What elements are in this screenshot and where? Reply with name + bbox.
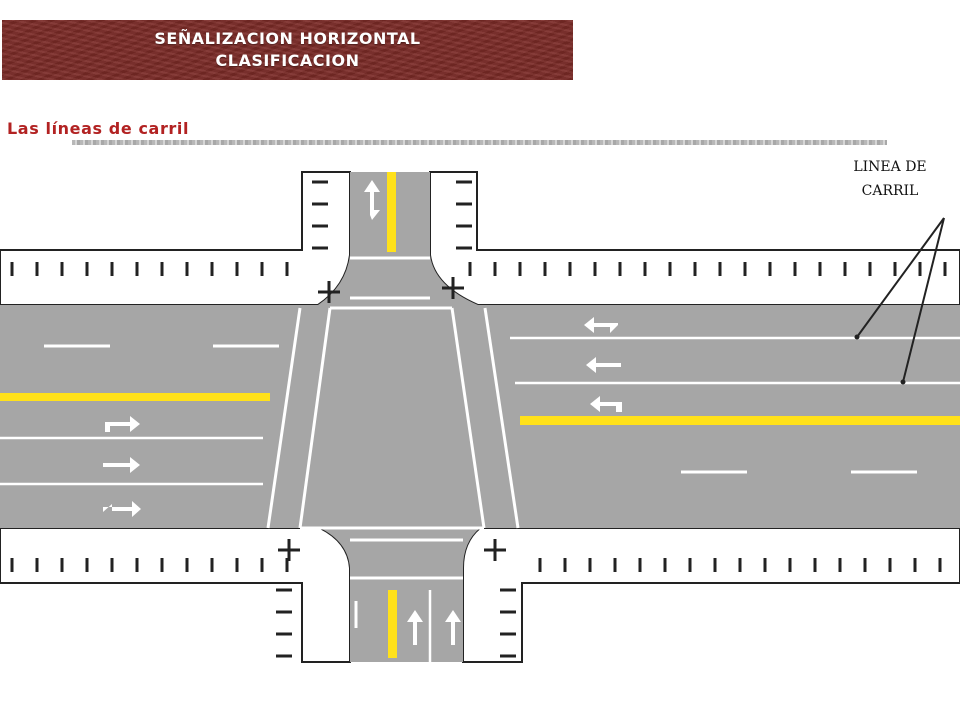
header-title-line2: CLASIFICACION xyxy=(215,51,360,70)
callout-pointer-1 xyxy=(856,217,945,338)
arrow-east-straight-left xyxy=(584,317,618,333)
callout-line2: CARRIL xyxy=(862,183,919,199)
callout-line1: LINEA DE xyxy=(853,159,926,175)
sidewalk-bottom-right xyxy=(462,527,960,663)
dashed-lines xyxy=(44,344,917,628)
road-south xyxy=(350,528,463,662)
arrow-east-turn-left xyxy=(590,396,622,412)
arrows xyxy=(103,180,622,645)
corner-crosses xyxy=(278,277,506,561)
road-curve-br xyxy=(463,528,480,568)
crosswalk-east-inner xyxy=(450,307,486,529)
arrow-west-straight-right xyxy=(103,501,141,517)
callout-dot-2 xyxy=(900,379,906,385)
cross-br xyxy=(484,539,506,561)
section-subtitle: Las líneas de carril xyxy=(7,119,190,138)
crosswalk-lines xyxy=(266,256,520,580)
arrow-south-turn xyxy=(445,610,461,645)
divider-rule xyxy=(72,140,887,145)
curb-ticks xyxy=(10,180,947,658)
yellow-line-south xyxy=(388,590,397,658)
sidewalk-bottom-left xyxy=(0,527,351,663)
lane-lines xyxy=(0,336,960,662)
yellow-line-north xyxy=(387,172,396,252)
cross-tr xyxy=(442,277,464,299)
callout-pointer-2 xyxy=(902,217,945,383)
road-curve-tr xyxy=(430,255,478,305)
yellow-lines xyxy=(0,172,960,658)
yellow-line-west xyxy=(0,393,270,401)
crosswalk-west-inner xyxy=(298,307,332,529)
crosswalk-east-outer xyxy=(483,307,520,529)
cross-tl xyxy=(318,281,340,303)
header-banner: SEÑALIZACION HORIZONTAL CLASIFICACION xyxy=(2,20,573,80)
road-curve-bl xyxy=(320,528,350,568)
header-title-line1: SEÑALIZACION HORIZONTAL xyxy=(154,29,421,48)
lane-line-callout: LINEA DE CARRIL xyxy=(853,159,945,385)
crosswalk-west-outer xyxy=(266,307,302,529)
cross-bl xyxy=(278,539,300,561)
arrow-west-turn-right xyxy=(105,416,140,432)
road-curve-tl xyxy=(318,255,350,305)
arrow-west-straight xyxy=(103,457,140,473)
sidewalk-top-left xyxy=(0,171,351,306)
yellow-line-east xyxy=(520,416,960,425)
arrow-south-straight xyxy=(407,610,423,645)
callout-dot-1 xyxy=(854,334,860,340)
arrow-east-straight xyxy=(586,357,621,373)
arrow-north-straight-left xyxy=(364,180,380,220)
